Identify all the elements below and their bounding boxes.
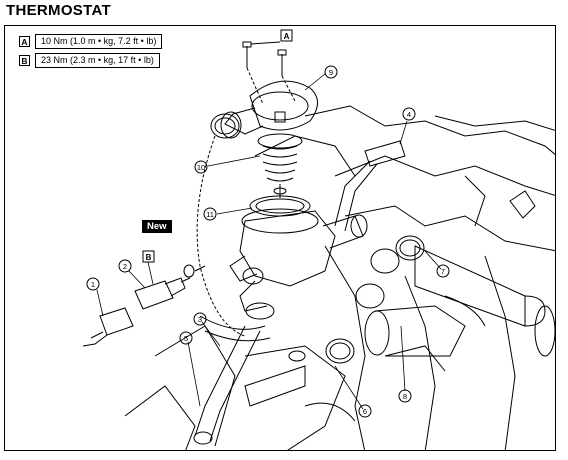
torque-value-a: 10 Nm (1.0 m • kg, 7.2 ft • lb) (35, 34, 163, 49)
hose-clamp-top (210, 113, 240, 139)
hose-clamp-right (370, 235, 425, 274)
callout-9: 9 (329, 68, 333, 77)
right-pipe (364, 245, 555, 357)
callout-1: 1 (91, 280, 95, 289)
box-label-b: B (146, 253, 152, 262)
callout-8: 8 (403, 392, 407, 401)
torque-spec-a: A 10 Nm (1.0 m • kg, 7.2 ft • lb) (19, 34, 163, 49)
torque-spec-b: B 23 Nm (2.3 m • kg, 17 ft • lb) (19, 53, 160, 68)
guide-line-o-ring (194, 265, 206, 272)
callout-2: 2 (123, 262, 127, 271)
page-title: THERMOSTAT (6, 2, 111, 19)
callout-10: 10 (197, 163, 205, 172)
torque-key-b: B (19, 55, 30, 66)
callout-11: 11 (206, 210, 214, 219)
exploded-view-drawing: 1 2 3 4 5 6 7 8 9 10 11 A B (82, 29, 555, 450)
box-label-a: A (284, 32, 290, 41)
new-part-badge: New (142, 220, 172, 233)
box-label-b-frame (142, 250, 155, 263)
cap-bolts (242, 41, 296, 105)
callout-5: 5 (184, 334, 188, 343)
torque-key-a: A (19, 36, 30, 47)
thermostat-housing (229, 208, 368, 320)
box-label-a-frame (280, 29, 293, 42)
o-ring-new (183, 264, 195, 278)
lower-hose (193, 315, 306, 445)
thermostat-cap (220, 80, 318, 139)
callout-7: 7 (441, 267, 445, 276)
torque-value-b: 23 Nm (2.3 m • kg, 17 ft • lb) (35, 53, 160, 68)
temperature-sensor (134, 277, 191, 310)
callout-4: 4 (407, 110, 411, 119)
callout-3: 3 (198, 315, 202, 324)
guide-line (196, 135, 246, 337)
bypass-hose (334, 140, 406, 232)
callout-6: 6 (363, 407, 367, 416)
leader-lines (96, 73, 442, 410)
callout-circles (86, 65, 450, 418)
small-clamp (288, 283, 385, 364)
sensor-connector (82, 307, 134, 347)
box-b-leader (147, 261, 154, 285)
diagram-frame: 1 2 3 4 5 6 7 8 9 10 11 A B A 10 Nm (1.0… (4, 25, 556, 451)
